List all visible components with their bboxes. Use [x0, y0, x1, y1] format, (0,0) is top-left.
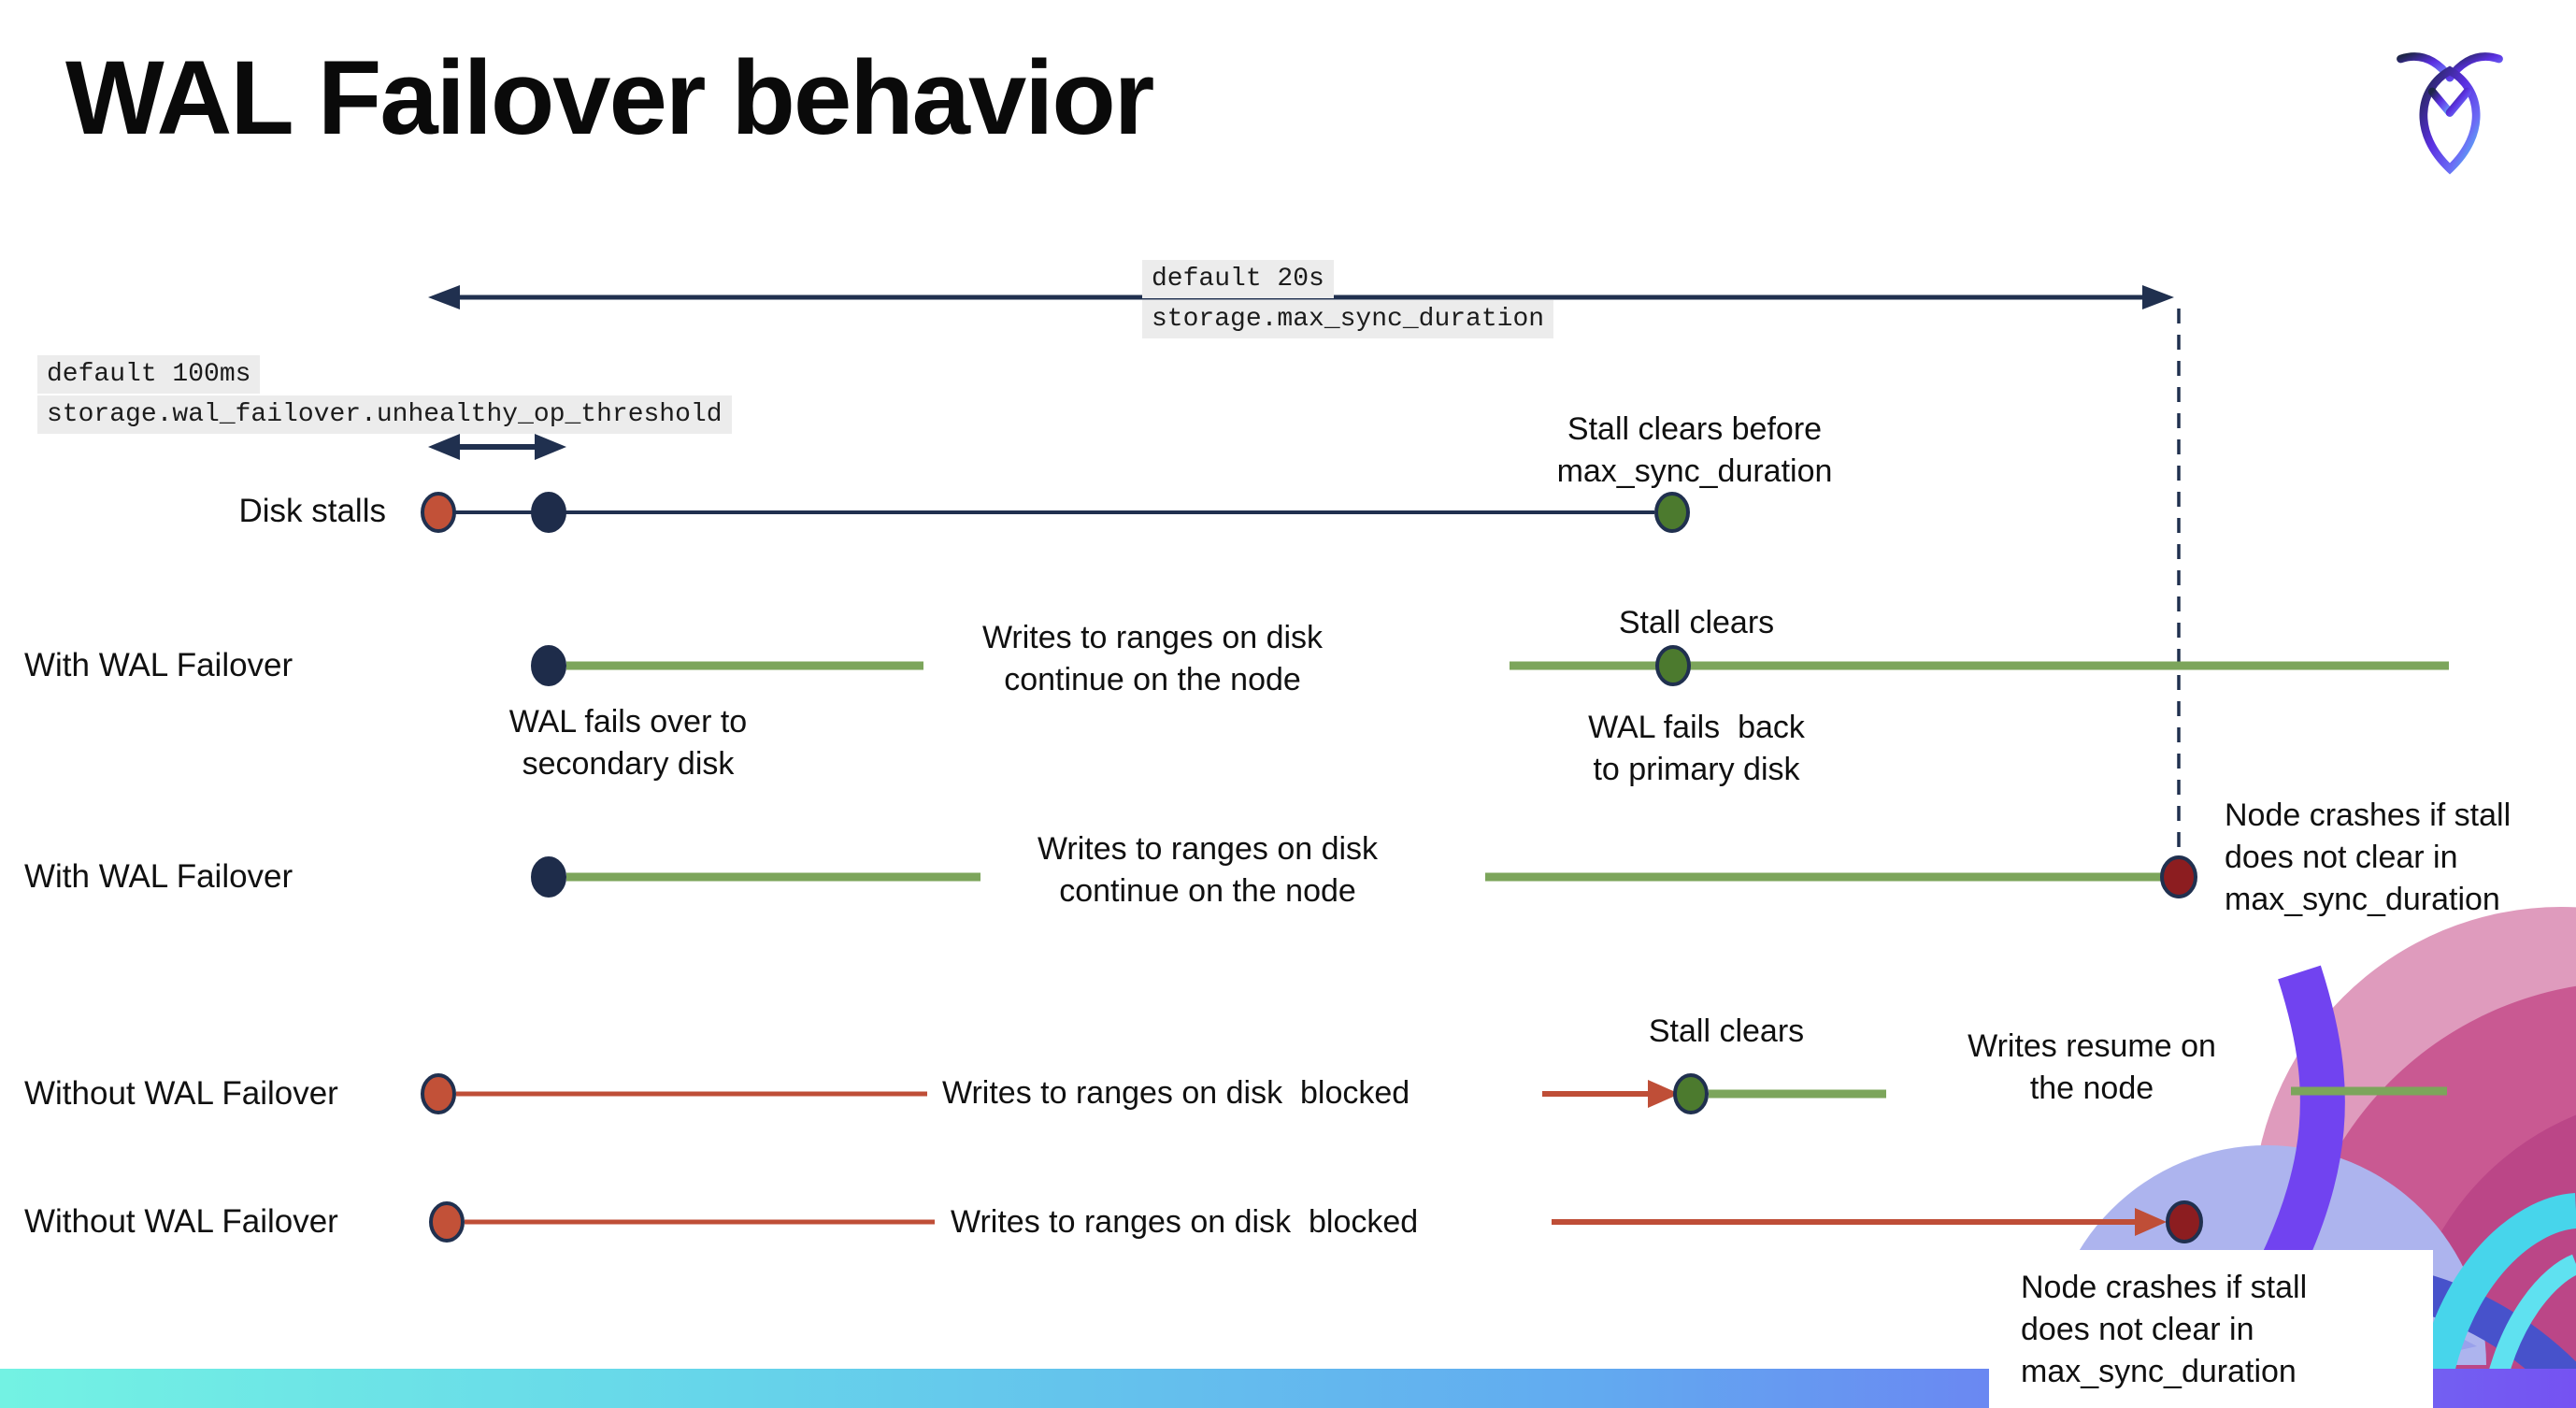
- row-label-without-wal-failover-1: Without WAL Failover: [24, 1075, 338, 1112]
- row-label-disk-stalls: Disk stalls: [238, 493, 386, 529]
- annotation-stall-clears-1: Stall clears: [1618, 605, 1775, 640]
- annotation-node-crashes-1: Node crashes if stall does not clear in …: [2225, 797, 2512, 917]
- row-with-wal-failover-2-timeline: [531, 855, 2197, 898]
- annotation-writes-continue-2: Writes to ranges on disk continue on the…: [1037, 831, 1379, 909]
- row-with-wal-failover-1-timeline: [531, 645, 2449, 686]
- max-sync-setting-chip: storage.max_sync_duration: [1142, 300, 1554, 338]
- annotation-writes-resume: Writes resume on the node: [1968, 1028, 2216, 1106]
- row-label-with-wal-failover-2: With WAL Failover: [24, 858, 293, 895]
- annotation-node-crashes-2: Node crashes if stall does not clear in …: [2021, 1270, 2308, 1389]
- annotation-writes-continue-1: Writes to ranges on disk continue on the…: [981, 620, 1324, 697]
- row-label-with-wal-failover-1: With WAL Failover: [24, 647, 293, 683]
- annotation-stall-clears-before: Stall clears before max_sync_duration: [1556, 411, 1833, 489]
- cockroachdb-logo-icon: [2397, 52, 2503, 175]
- annotation-stall-clears-2: Stall clears: [1648, 1013, 1805, 1049]
- threshold-default-chip: default 100ms: [37, 355, 261, 394]
- annotation-writes-blocked-1: Writes to ranges on disk blocked: [942, 1075, 1410, 1111]
- max-sync-default-chip: default 20s: [1142, 260, 1334, 298]
- annotation-writes-blocked-2: Writes to ranges on disk blocked: [951, 1204, 1419, 1240]
- row-without-wal-failover-2-timeline: [429, 1200, 2203, 1243]
- annotation-wal-fails-back: WAL fails back to primary disk: [1588, 710, 1805, 787]
- row-without-wal-failover-1-timeline: [421, 1073, 2447, 1114]
- annotation-wal-fails-over: WAL fails over to secondary disk: [508, 704, 748, 782]
- threshold-setting-chip: storage.wal_failover.unhealthy_op_thresh…: [37, 395, 732, 434]
- unhealthy-op-threshold-arrow: [428, 434, 566, 460]
- page-title: WAL Failover behavior: [65, 39, 1154, 156]
- node-crashes-callout-box: Node crashes if stall does not clear in …: [1989, 1250, 2433, 1408]
- row-label-without-wal-failover-2: Without WAL Failover: [24, 1203, 338, 1240]
- row-disk-stalls-timeline: [421, 492, 1690, 533]
